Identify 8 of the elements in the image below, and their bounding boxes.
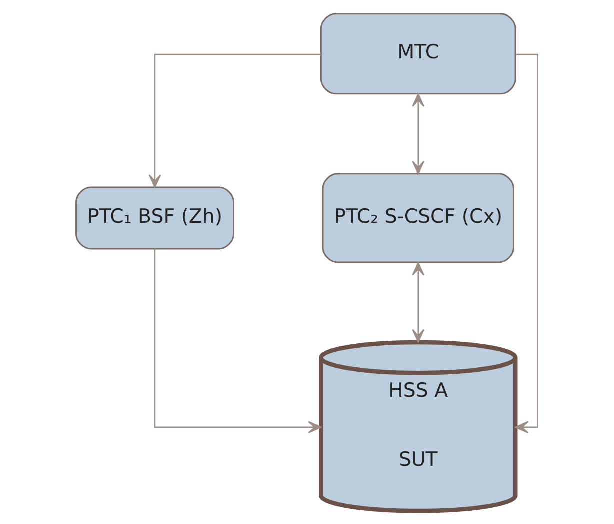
arrow	[412, 262, 425, 342]
arrow	[154, 248, 322, 434]
node-box: MTC	[320, 12, 516, 94]
arrow	[515, 53, 538, 434]
arrow	[148, 53, 322, 188]
node-box: PTC₂ S-CSCF (Cx)	[322, 172, 514, 263]
arrow	[412, 93, 425, 174]
node-box: PTC₁ BSF (Zh)	[76, 186, 235, 250]
